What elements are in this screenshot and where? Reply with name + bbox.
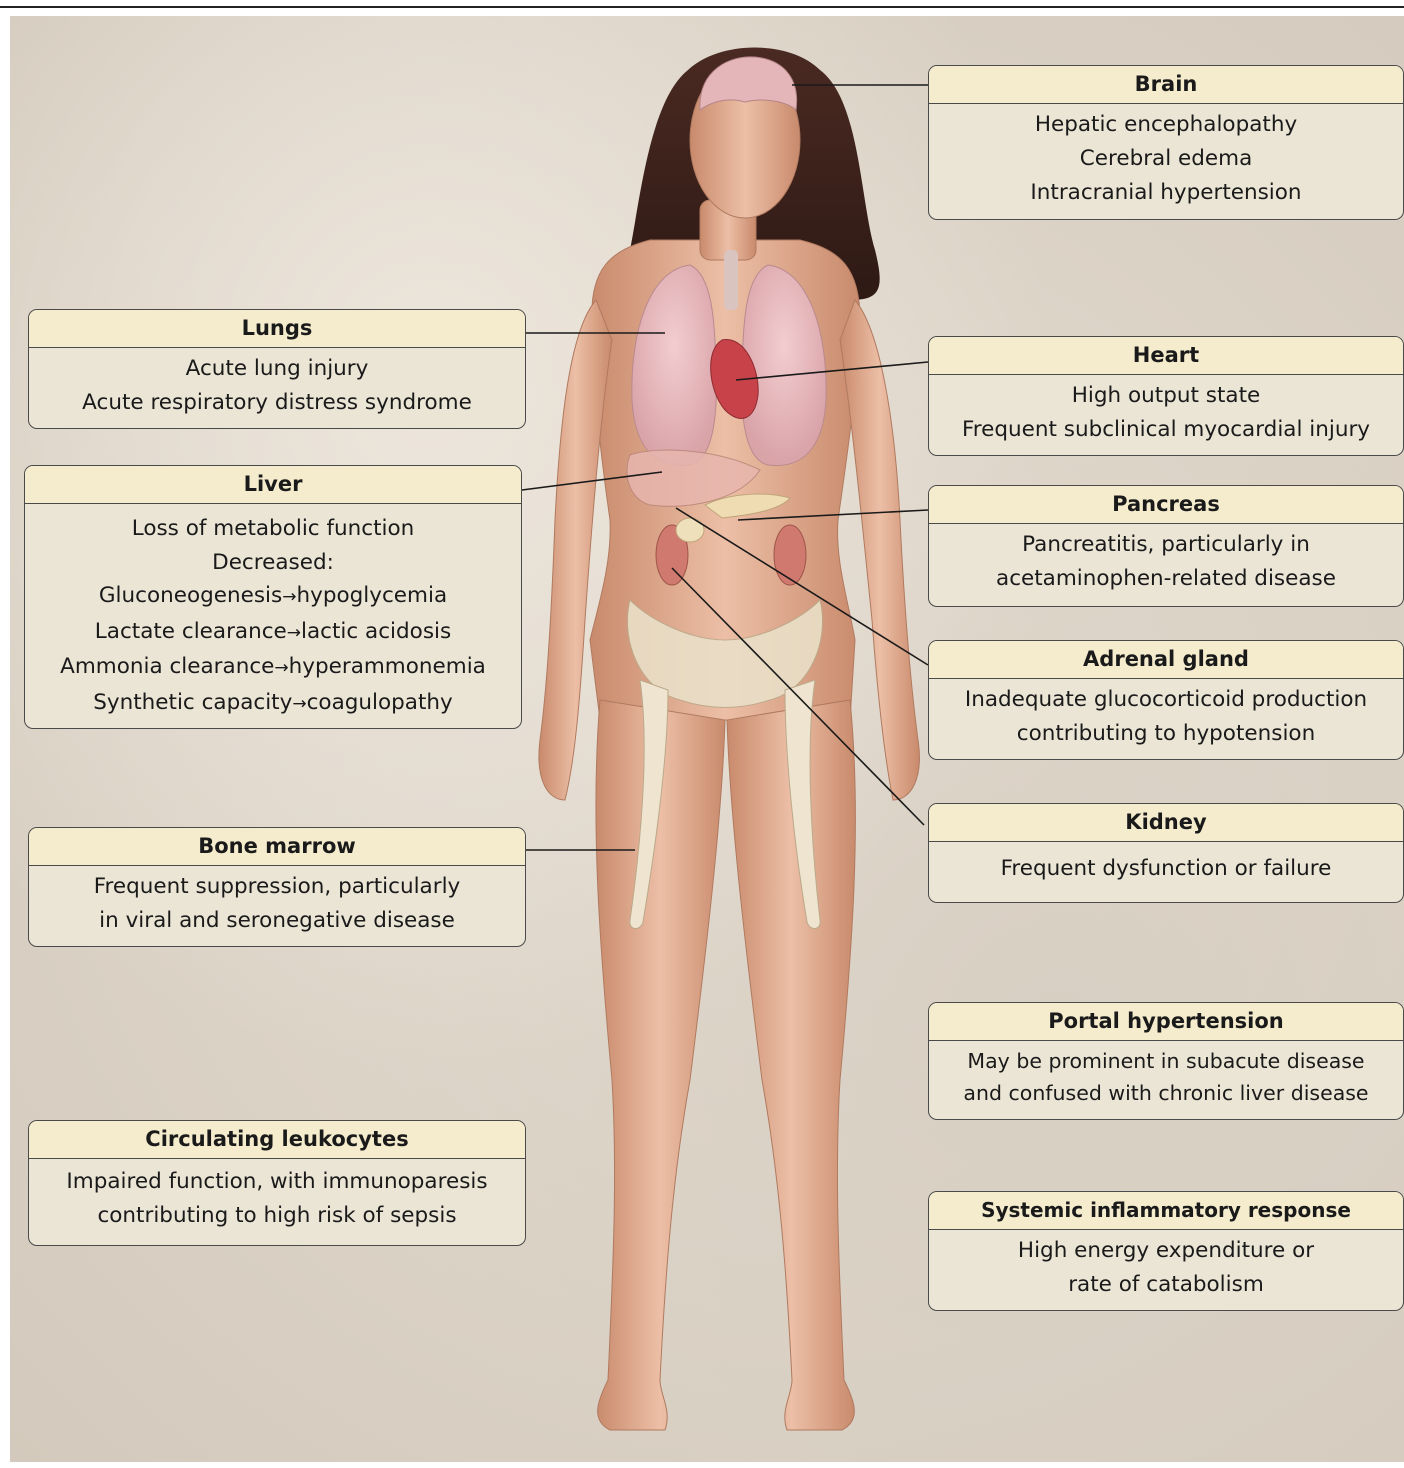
kidney-box: Kidney Frequent dysfunction or failure: [928, 803, 1404, 903]
portal-line-2: and confused with chronic liver disease: [929, 1077, 1403, 1109]
brain-details: Hepatic encephalopathy Cerebral edema In…: [929, 104, 1403, 210]
portal-hypertension-box: Portal hypertension May be prominent in …: [928, 1002, 1404, 1120]
bone-marrow-line-1: Frequent suppression, particularly: [29, 870, 525, 904]
bone-marrow-box: Bone marrow Frequent suppression, partic…: [28, 827, 526, 947]
adrenal-line-2: contributing to hypotension: [929, 717, 1403, 751]
portal-line-1: May be prominent in subacute disease: [929, 1045, 1403, 1077]
liver-title: Liver: [25, 466, 521, 504]
adrenal-graphic: [676, 518, 704, 542]
heart-line-1: High output state: [929, 379, 1403, 413]
liver-details: Loss of metabolic function Decreased: Gl…: [25, 504, 521, 721]
lungs-line-2: Acute respiratory distress syndrome: [29, 386, 525, 420]
pancreas-line-1: Pancreatitis, particularly in: [929, 528, 1403, 562]
adrenal-title: Adrenal gland: [929, 641, 1403, 679]
kidney-line-1: Frequent dysfunction or failure: [929, 852, 1403, 886]
systemic-inflammatory-title: Systemic inflammatory response: [929, 1192, 1403, 1230]
brain-box: Brain Hepatic encephalopathy Cerebral ed…: [928, 65, 1404, 220]
adrenal-line-1: Inadequate glucocorticoid production: [929, 683, 1403, 717]
arrow-right-icon: →: [287, 623, 301, 643]
liver-box: Liver Loss of metabolic function Decreas…: [24, 465, 522, 729]
liver-arrow-line-3: Ammonia clearance→hyperammonemia: [25, 650, 521, 686]
pancreas-box: Pancreas Pancreatitis, particularly in a…: [928, 485, 1404, 607]
liver-arrow-line-2: Lactate clearance→lactic acidosis: [25, 615, 521, 651]
arrow-right-icon: →: [274, 658, 288, 678]
brain-title: Brain: [929, 66, 1403, 104]
pancreas-line-2: acetaminophen-related disease: [929, 562, 1403, 596]
lungs-box: Lungs Acute lung injury Acute respirator…: [28, 309, 526, 429]
kidney-title: Kidney: [929, 804, 1403, 842]
liver-line-1: Loss of metabolic function: [25, 512, 521, 546]
leukocytes-title: Circulating leukocytes: [29, 1121, 525, 1159]
systemic-line-2: rate of catabolism: [929, 1268, 1403, 1302]
brain-line-1: Hepatic encephalopathy: [929, 108, 1403, 142]
brain-line-2: Cerebral edema: [929, 142, 1403, 176]
leukocytes-details: Impaired function, with immunoparesis co…: [29, 1159, 525, 1233]
bone-marrow-details: Frequent suppression, particularly in vi…: [29, 866, 525, 938]
heart-box: Heart High output state Frequent subclin…: [928, 336, 1404, 456]
heart-details: High output state Frequent subclinical m…: [929, 375, 1403, 447]
arrow-right-icon: →: [282, 587, 296, 607]
liver-line-2: Decreased:: [25, 546, 521, 580]
liver-arrow-line-1: Gluconeogenesis→hypoglycemia: [25, 579, 521, 615]
brain-line-3: Intracranial hypertension: [929, 176, 1403, 210]
leukocytes-line-2: contributing to high risk of sepsis: [29, 1199, 525, 1233]
systemic-inflammatory-box: Systemic inflammatory response High ener…: [928, 1191, 1404, 1311]
adrenal-box: Adrenal gland Inadequate glucocorticoid …: [928, 640, 1404, 760]
systemic-inflammatory-details: High energy expenditure or rate of catab…: [929, 1230, 1403, 1302]
liver-arrow-line-4: Synthetic capacity→coagulopathy: [25, 686, 521, 722]
lungs-title: Lungs: [29, 310, 525, 348]
arrow-right-icon: →: [292, 694, 306, 714]
heart-line-2: Frequent subclinical myocardial injury: [929, 413, 1403, 447]
systemic-line-1: High energy expenditure or: [929, 1234, 1403, 1268]
leukocytes-box: Circulating leukocytes Impaired function…: [28, 1120, 526, 1246]
lungs-details: Acute lung injury Acute respiratory dist…: [29, 348, 525, 420]
pancreas-title: Pancreas: [929, 486, 1403, 524]
kidney-details: Frequent dysfunction or failure: [929, 842, 1403, 886]
leukocytes-line-1: Impaired function, with immunoparesis: [29, 1165, 525, 1199]
portal-hypertension-details: May be prominent in subacute disease and…: [929, 1041, 1403, 1109]
pancreas-details: Pancreatitis, particularly in acetaminop…: [929, 524, 1403, 596]
bone-marrow-line-2: in viral and seronegative disease: [29, 904, 525, 938]
adrenal-details: Inadequate glucocorticoid production con…: [929, 679, 1403, 751]
lungs-line-1: Acute lung injury: [29, 352, 525, 386]
portal-hypertension-title: Portal hypertension: [929, 1003, 1403, 1041]
heart-title: Heart: [929, 337, 1403, 375]
bone-marrow-title: Bone marrow: [29, 828, 525, 866]
